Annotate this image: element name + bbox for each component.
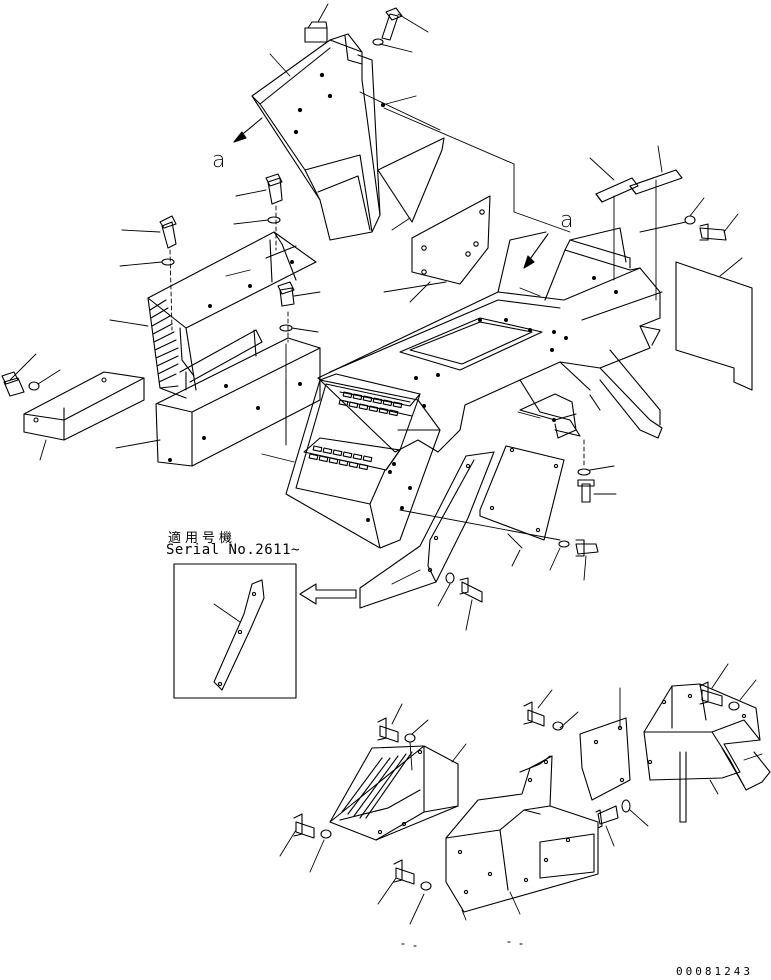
right-mid-bracket (517, 393, 617, 503)
applicable-serial-label: 適用号機 (168, 531, 237, 546)
bottom-frame-member (445, 755, 599, 921)
drawing-number: 00081243 (676, 965, 753, 978)
side-plate-middle (383, 195, 491, 303)
bottom-small-plate (523, 687, 649, 847)
diagonal-strap (359, 451, 495, 631)
reference-mark-a-left: a (212, 148, 226, 173)
left-arrow-icon (299, 583, 357, 605)
upper-bracket-assembly (233, 3, 429, 241)
serial-number-label: Serial No.2611~ (166, 542, 300, 558)
bottom-right-housing (643, 663, 771, 823)
bottom-angled-guard (279, 703, 467, 925)
right-panel (675, 257, 753, 391)
cover-plate-upper (377, 137, 445, 231)
mid-perforated-panel (399, 445, 599, 581)
left-side-bracket (1, 353, 145, 461)
left-cover-assembly (109, 173, 321, 467)
step-assembly (261, 373, 441, 549)
main-frame (317, 227, 663, 453)
serial-inset (173, 563, 297, 699)
bottom-stray-marks (401, 941, 523, 947)
connection-lines (359, 91, 571, 233)
reference-mark-a-right: a (560, 208, 574, 233)
right-top-blocks (589, 145, 739, 301)
